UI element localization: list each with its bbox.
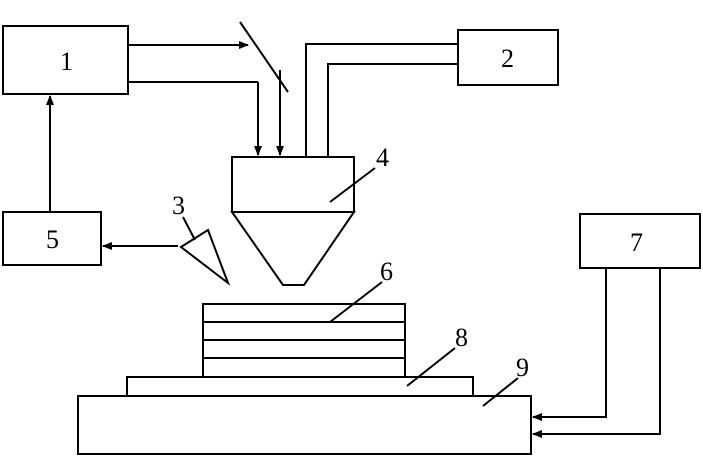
label-4: 4 xyxy=(376,143,389,172)
block-2 xyxy=(457,29,559,86)
block-5 xyxy=(2,211,102,266)
label-2: 2 xyxy=(501,44,514,73)
label-7: 7 xyxy=(630,228,643,257)
substrate-8 xyxy=(126,376,474,397)
detector-3 xyxy=(179,228,231,286)
link-7-lower xyxy=(532,268,661,438)
block-7 xyxy=(579,213,701,269)
link-7-upper xyxy=(532,268,607,421)
block-1 xyxy=(2,25,129,95)
label-1: 1 xyxy=(60,47,73,76)
base-9 xyxy=(77,395,532,455)
leader-8 xyxy=(406,347,456,387)
label-8: 8 xyxy=(455,323,468,352)
feed-tube-inner xyxy=(327,63,458,157)
nozzle-cone xyxy=(230,211,356,286)
label-6: 6 xyxy=(380,257,393,286)
label-9: 9 xyxy=(516,353,529,382)
nozzle-body xyxy=(231,156,355,213)
leader-9 xyxy=(482,377,519,407)
label-5: 5 xyxy=(46,225,59,254)
leader-4 xyxy=(329,167,376,203)
leader-6 xyxy=(329,281,383,323)
feed-tube-outer xyxy=(305,43,458,157)
label-3: 3 xyxy=(172,191,185,220)
leader-3 xyxy=(182,216,196,241)
